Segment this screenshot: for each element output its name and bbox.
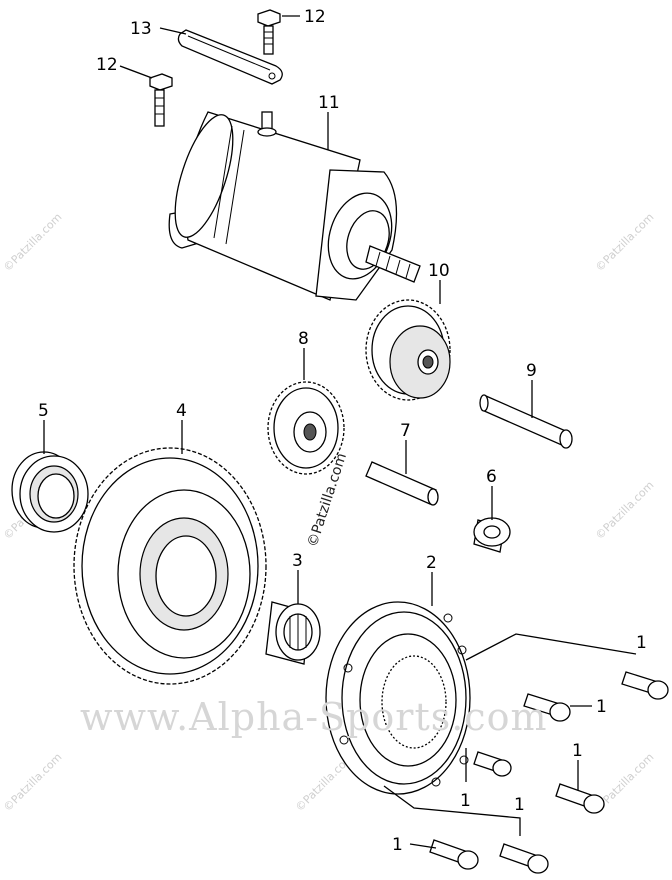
callout-5: 5 <box>38 401 49 421</box>
part-11-starter-motor <box>168 111 421 301</box>
part-6-bushing <box>473 517 511 553</box>
part-9-shaft <box>479 394 573 449</box>
callout-1-b: 1 <box>596 697 607 717</box>
part-1-bolt-c <box>473 751 512 777</box>
callout-1-f: 1 <box>392 835 403 855</box>
callout-12-left: 12 <box>96 55 118 75</box>
callout-1-c: 1 <box>572 741 583 761</box>
callout-12-top: 12 <box>304 7 326 27</box>
callout-11: 11 <box>318 93 340 113</box>
callout-10: 10 <box>428 261 450 281</box>
callout-1-d: 1 <box>460 791 471 811</box>
patzilla-watermark-left-top: ©Patzilla.com <box>1 211 65 275</box>
part-10-idle-gear <box>365 299 451 401</box>
part-13-strap <box>177 29 283 85</box>
callout-6: 6 <box>486 467 497 487</box>
callout-1-e: 1 <box>514 795 525 815</box>
part-5-seal <box>11 451 89 533</box>
callout-7: 7 <box>400 421 411 441</box>
part-12-bolt-top <box>257 9 281 55</box>
part-7-pin <box>365 461 439 506</box>
callout-3: 3 <box>292 551 303 571</box>
callout-13: 13 <box>130 19 152 39</box>
part-1-bolt-b <box>621 671 669 700</box>
part-1-bolt-e <box>429 839 479 870</box>
part-8-small-gear <box>267 381 345 475</box>
callout-1-a: 1 <box>636 633 647 653</box>
part-4-ring-gear <box>73 447 267 685</box>
leader-lines <box>43 15 637 849</box>
part-1-bolt-a <box>523 693 571 722</box>
part-1-bolt-d <box>555 783 605 814</box>
part-3-needle-bearing <box>265 601 321 665</box>
patzilla-watermark-right-mid: ©Patzilla.com <box>593 479 657 543</box>
alpha-sports-watermark: www.Alpha-Sports.com <box>80 695 547 739</box>
patzilla-watermark-right-top: ©Patzilla.com <box>593 211 657 275</box>
callout-9: 9 <box>526 361 537 381</box>
callout-4: 4 <box>176 401 187 421</box>
patzilla-watermark-left-bottom: ©Patzilla.com <box>1 751 65 815</box>
part-1-bolt-f <box>499 843 549 874</box>
callout-8: 8 <box>298 329 309 349</box>
part-12-bolt-left <box>149 73 173 127</box>
callout-2: 2 <box>426 553 437 573</box>
callouts: 13 12 12 11 10 9 8 7 6 5 4 3 2 1 1 1 1 1… <box>38 7 647 855</box>
part-2-one-way-clutch <box>325 601 471 795</box>
